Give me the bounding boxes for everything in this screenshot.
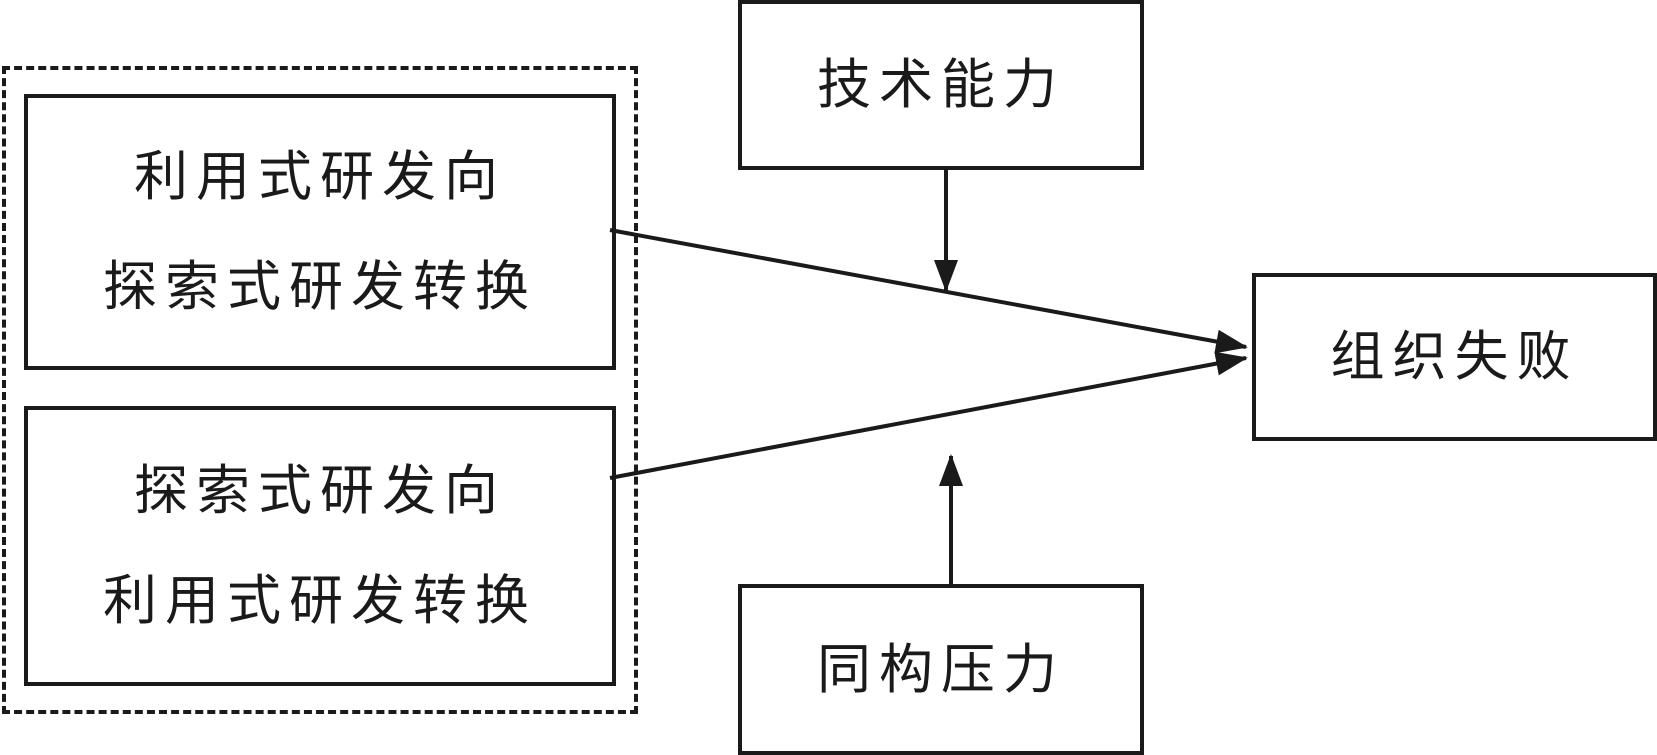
exploitation-to-exploration-box: 利用式研发向 探索式研发转换 (24, 94, 616, 370)
technical-capability-box: 技术能力 (738, 0, 1144, 170)
transition-b-line2: 利用式研发转换 (103, 569, 537, 632)
organizational-failure-box: 组织失败 (1252, 273, 1657, 441)
transition-a-line2: 探索式研发转换 (103, 255, 537, 318)
organizational-failure-label: 组织失败 (1330, 325, 1579, 388)
exploration-to-exploitation-box: 探索式研发向 利用式研发转换 (24, 406, 616, 686)
transition-b-line1: 探索式研发向 (134, 459, 506, 522)
technical-capability-label: 技术能力 (817, 53, 1065, 116)
transition-a-line1: 利用式研发向 (134, 145, 506, 208)
isomorphic-pressure-label: 同构压力 (817, 637, 1065, 701)
isomorphic-pressure-box: 同构压力 (738, 584, 1144, 755)
arrow-transition-b-to-failure (609, 351, 1248, 480)
arrow-transition-a-to-failure (609, 228, 1248, 354)
rd-transition-group (2, 66, 638, 714)
